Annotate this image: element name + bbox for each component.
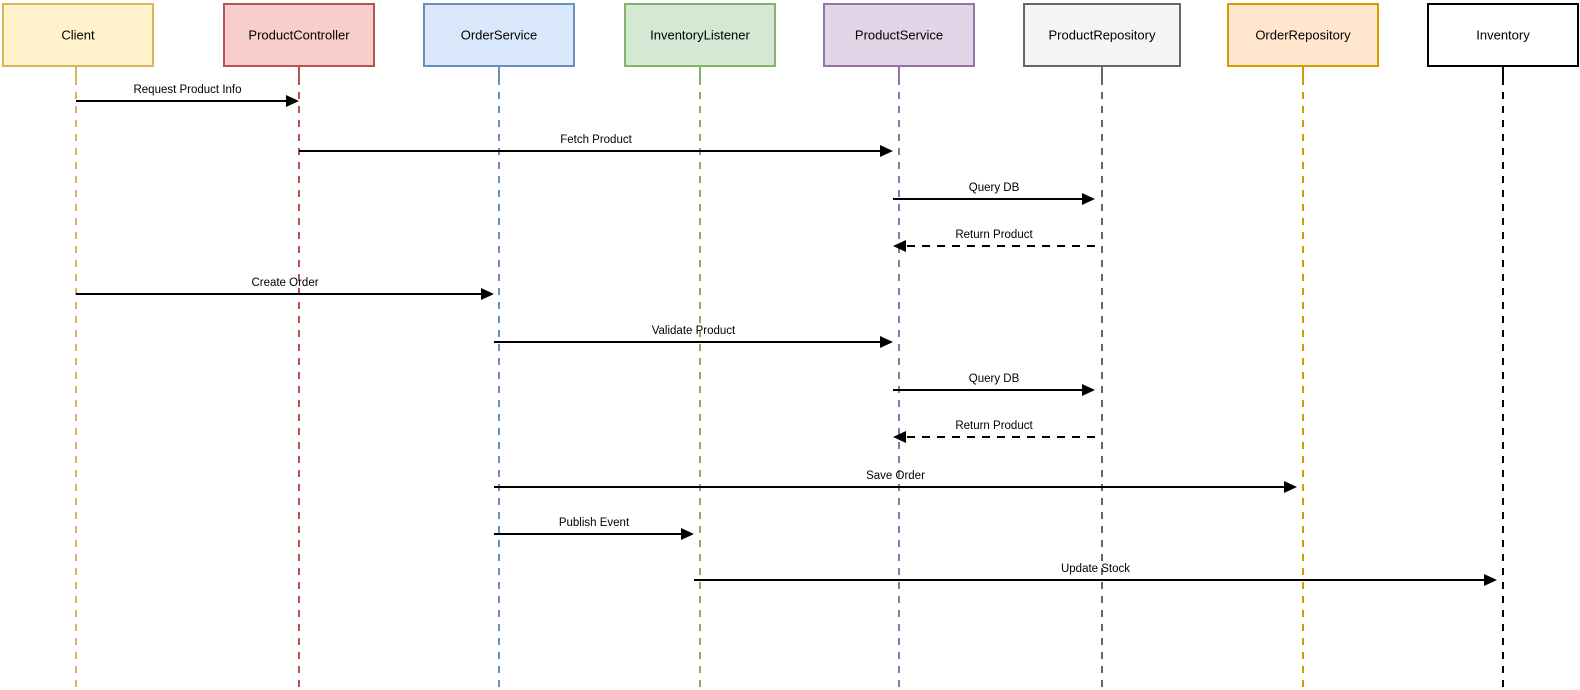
message-validate-product[interactable]: Validate Product [494, 325, 893, 348]
message-return-product-1[interactable]: Return Product [893, 229, 1095, 252]
participant-box-product-repository[interactable] [1023, 3, 1181, 67]
participant-inventory-listener[interactable]: InventoryListener [624, 3, 776, 67]
participant-box-client[interactable] [2, 3, 154, 67]
message-label-save-order: Save Order [866, 470, 925, 482]
message-arrowhead-save-order [1284, 481, 1297, 493]
participant-box-product-controller[interactable] [223, 3, 375, 67]
message-update-stock[interactable]: Update Stock [694, 563, 1497, 586]
message-arrowhead-publish-event [681, 528, 694, 540]
participant-product-service[interactable]: ProductService [823, 3, 975, 67]
message-label-validate-product: Validate Product [652, 325, 736, 337]
participants-layer: Client ProductController OrderService Inven… [2, 3, 1579, 67]
lifelines-layer [75, 66, 1504, 688]
message-query-db-2[interactable]: Query DB [893, 373, 1095, 396]
participant-label-order-service: OrderService [461, 27, 538, 42]
participant-label-order-repository: OrderRepository [1255, 27, 1351, 42]
participant-label-product-controller: ProductController [248, 27, 350, 42]
message-label-fetch-product: Fetch Product [560, 134, 632, 146]
message-arrowhead-return-product-2 [893, 431, 906, 443]
participant-box-order-service[interactable] [423, 3, 575, 67]
participant-box-product-service[interactable] [823, 3, 975, 67]
message-label-request-product-info: Request Product Info [133, 84, 241, 96]
message-return-product-2[interactable]: Return Product [893, 420, 1095, 443]
participant-client[interactable]: Client [2, 3, 154, 67]
message-label-return-product-2: Return Product [955, 420, 1033, 432]
message-query-db-1[interactable]: Query DB [893, 182, 1095, 205]
participant-box-order-repository[interactable] [1227, 3, 1379, 67]
message-arrowhead-validate-product [880, 336, 893, 348]
message-arrowhead-create-order [481, 288, 494, 300]
message-arrowhead-request-product-info [286, 95, 299, 107]
participant-box-inventory[interactable] [1427, 3, 1579, 67]
message-label-return-product-1: Return Product [955, 229, 1033, 241]
participant-product-controller[interactable]: ProductController [223, 3, 375, 67]
participant-box-inventory-listener[interactable] [624, 3, 776, 67]
message-arrowhead-update-stock [1484, 574, 1497, 586]
participant-order-service[interactable]: OrderService [423, 3, 575, 67]
message-arrowhead-fetch-product [880, 145, 893, 157]
message-label-update-stock: Update Stock [1061, 563, 1130, 575]
participant-inventory[interactable]: Inventory [1427, 3, 1579, 67]
message-label-create-order: Create Order [251, 277, 318, 289]
participant-product-repository[interactable]: ProductRepository [1023, 3, 1181, 67]
message-arrowhead-return-product-1 [893, 240, 906, 252]
message-publish-event[interactable]: Publish Event [494, 517, 694, 540]
message-label-publish-event: Publish Event [559, 517, 630, 529]
participant-order-repository[interactable]: OrderRepository [1227, 3, 1379, 67]
message-request-product-info[interactable]: Request Product Info [76, 84, 299, 107]
message-fetch-product[interactable]: Fetch Product [299, 134, 893, 157]
message-label-query-db-2: Query DB [969, 373, 1020, 385]
participant-label-inventory: Inventory [1476, 27, 1530, 42]
participant-label-inventory-listener: InventoryListener [650, 27, 750, 42]
message-arrowhead-query-db-2 [1082, 384, 1095, 396]
message-label-query-db-1: Query DB [969, 182, 1020, 194]
participant-label-client: Client [61, 27, 95, 42]
message-arrowhead-query-db-1 [1082, 193, 1095, 205]
participant-label-product-service: ProductService [855, 27, 943, 42]
participant-label-product-repository: ProductRepository [1049, 27, 1156, 42]
message-save-order[interactable]: Save Order [494, 470, 1297, 493]
message-create-order[interactable]: Create Order [76, 277, 494, 300]
